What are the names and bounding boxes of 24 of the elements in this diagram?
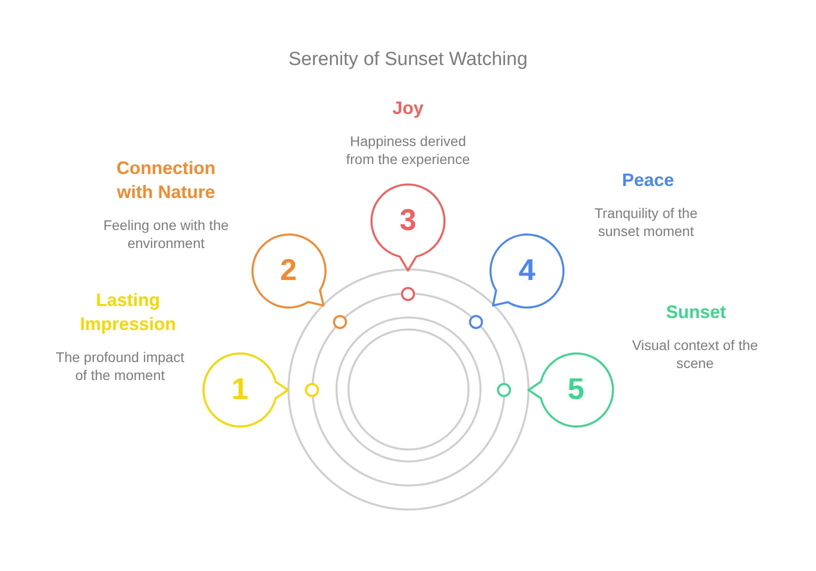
step-number: 5 [566, 372, 586, 406]
title: Serenity of Sunset Watching [287, 48, 529, 72]
numbered-speech-bubble [250, 232, 326, 308]
heading: Peace [620, 169, 676, 192]
numbered-speech-bubble [370, 182, 446, 272]
description: Feeling one with the environment [102, 216, 230, 252]
heading: Lasting Impression [78, 289, 178, 336]
numbered-speech-bubble [526, 352, 614, 428]
numbered-speech-bubble [202, 352, 290, 428]
step-number: 2 [279, 254, 298, 288]
description: Tranquility of the sunset moment [594, 204, 698, 240]
step-number: 1 [230, 372, 250, 406]
step-number: 4 [518, 254, 536, 288]
step-number: 3 [398, 204, 418, 238]
description: Visual context of the scene [631, 336, 759, 372]
description: The profound impact of the moment [54, 348, 186, 384]
numbered-speech-bubble [489, 232, 565, 308]
concentric-ring [346, 328, 470, 451]
heading: Sunset [664, 301, 727, 324]
description: Happiness derived from the experience [345, 132, 471, 168]
heading: Connection with Nature [116, 157, 216, 204]
heading: Joy [391, 97, 425, 120]
concentric-ring [310, 292, 506, 487]
concentric-ring [334, 316, 482, 463]
